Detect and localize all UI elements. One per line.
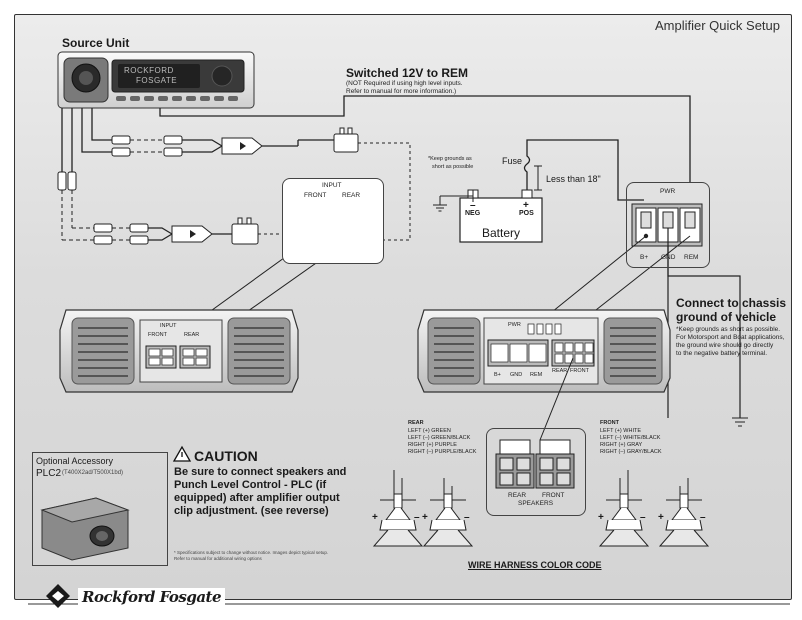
amp-right-gnd: GND bbox=[510, 372, 523, 378]
rem-note-line-1: (NOT Required if using high level inputs… bbox=[346, 80, 463, 87]
speaker-zoom-front: FRONT bbox=[542, 492, 565, 499]
caution-heading: CAUTION bbox=[194, 448, 258, 464]
power-zoom-box bbox=[626, 182, 710, 268]
power-zoom-gnd: GND bbox=[661, 254, 676, 261]
front-input-dashed bbox=[358, 142, 411, 241]
plc2-knob-graphic bbox=[40, 497, 130, 561]
speaker-1-plus: + bbox=[372, 512, 378, 523]
amp-left-input: INPUT bbox=[160, 323, 177, 329]
battery-graphic bbox=[433, 139, 644, 243]
rear-color-1: LEFT (+) GREEN bbox=[408, 428, 451, 434]
rear-color-2: LEFT (–) GREEN/BLACK bbox=[408, 435, 471, 441]
brand-logo: Rockford Fosgate bbox=[78, 588, 226, 606]
speaker-3-minus: – bbox=[640, 512, 646, 523]
input-zoom-title: INPUT bbox=[322, 182, 342, 189]
head-unit-brand-1: ROCKFORD bbox=[124, 66, 174, 75]
amp-left-rear: REAR bbox=[184, 332, 200, 338]
page-title: Amplifier Quick Setup bbox=[655, 18, 780, 33]
speaker-1-minus: – bbox=[414, 512, 420, 523]
diagram-panel bbox=[14, 14, 792, 600]
wire-harness-label: WIRE HARNESS COLOR CODE bbox=[468, 560, 602, 570]
rear-colors-heading: REAR bbox=[408, 420, 424, 426]
grounds-note-2: short as possible bbox=[432, 164, 474, 170]
accessory-models: (T400X2ad/T500X1bd) bbox=[62, 470, 124, 476]
source-unit-label: Source Unit bbox=[62, 36, 130, 50]
rca-plugs-rear bbox=[57, 171, 282, 245]
rca-plugs-front bbox=[111, 127, 359, 157]
amp-right-pwr: PWR bbox=[508, 322, 521, 328]
amp-right-front: FRONT bbox=[570, 368, 589, 374]
battery-neg-sign: – bbox=[470, 200, 476, 211]
rem-note-heading: Switched 12V to REM bbox=[346, 66, 469, 80]
speaker-zoom-connectors bbox=[495, 439, 575, 489]
chassis-note-1: *Keep grounds as short as possible. bbox=[676, 326, 781, 333]
fuse-label: Fuse bbox=[502, 156, 523, 166]
amplifier-right-graphic bbox=[417, 309, 671, 393]
chassis-heading-1: Connect to chassis bbox=[676, 296, 787, 310]
rear-color-3: RIGHT (+) PURPLE bbox=[408, 442, 457, 448]
power-zoom-bplus: B+ bbox=[640, 254, 649, 261]
battery-pos-sign: + bbox=[523, 200, 529, 211]
speaker-zoom-box bbox=[486, 428, 586, 516]
rem-note-line-2: Refer to manual for more information.) bbox=[346, 88, 457, 95]
input-zoom-box bbox=[282, 178, 384, 264]
speaker-zoom-speakers: SPEAKERS bbox=[518, 500, 554, 507]
power-zoom-title: PWR bbox=[660, 188, 676, 195]
footnote-line-1: * Specifications subject to change witho… bbox=[174, 550, 329, 555]
speaker-2-plus: + bbox=[422, 512, 428, 523]
speaker-zoom-pointer bbox=[539, 357, 574, 441]
input-zoom-front: FRONT bbox=[304, 192, 327, 199]
chassis-heading-2: ground of vehicle bbox=[676, 310, 777, 324]
speaker-zoom-rear: REAR bbox=[508, 492, 527, 499]
speakers-graphic bbox=[372, 470, 710, 547]
speaker-4-minus: – bbox=[700, 512, 706, 523]
rem-wire bbox=[159, 95, 691, 182]
amp-left-front: FRONT bbox=[148, 332, 167, 338]
brand-logo-mark bbox=[46, 584, 70, 608]
accessory-line-2: PLC2 bbox=[36, 468, 62, 479]
caution-body: Be sure to connect speakers and Punch Le… bbox=[174, 466, 347, 517]
front-color-1: LEFT (+) WHITE bbox=[600, 428, 641, 434]
chassis-note-3: the ground wire should go directly bbox=[676, 342, 774, 349]
footnote-line-2: Refer to manual for additional wiring op… bbox=[174, 556, 262, 561]
power-zoom-rem: REM bbox=[684, 254, 699, 261]
front-colors-heading: FRONT bbox=[600, 420, 619, 426]
chassis-ground-symbol bbox=[667, 246, 748, 427]
amp-right-rem: REM bbox=[530, 372, 543, 378]
accessory-box bbox=[32, 452, 168, 566]
chassis-note-2: For Motorsport and Boat applications, bbox=[676, 334, 785, 341]
speaker-3-plus: + bbox=[598, 512, 604, 523]
grounds-note-1: *Keep grounds as bbox=[428, 156, 472, 162]
speaker-2-minus: – bbox=[464, 512, 470, 523]
input-zoom-rear: REAR bbox=[342, 192, 361, 199]
head-unit-brand-2: FOSGATE bbox=[136, 76, 178, 85]
head-unit bbox=[57, 51, 255, 109]
battery-neg-label: NEG bbox=[465, 210, 481, 217]
accessory-line-1: Optional Accessory bbox=[36, 456, 114, 466]
amplifier-left-graphic bbox=[59, 309, 299, 393]
chassis-note-4: to the negative battery terminal. bbox=[676, 350, 768, 357]
amp-right-rear: REAR bbox=[552, 368, 568, 374]
battery-pos-label: POS bbox=[519, 210, 534, 217]
amp-right-bplus: B+ bbox=[494, 372, 501, 378]
rear-color-4: RIGHT (–) PURPLE/BLACK bbox=[408, 449, 477, 455]
speaker-4-plus: + bbox=[658, 512, 664, 523]
front-color-2: LEFT (–) WHITE/BLACK bbox=[600, 435, 661, 441]
fuse-distance-label: Less than 18" bbox=[546, 174, 601, 184]
front-color-4: RIGHT (–) GRAY/BLACK bbox=[600, 449, 662, 455]
rca-cables bbox=[61, 108, 112, 172]
battery-label: Battery bbox=[482, 226, 521, 240]
front-color-3: RIGHT (+) GRAY bbox=[600, 442, 643, 448]
